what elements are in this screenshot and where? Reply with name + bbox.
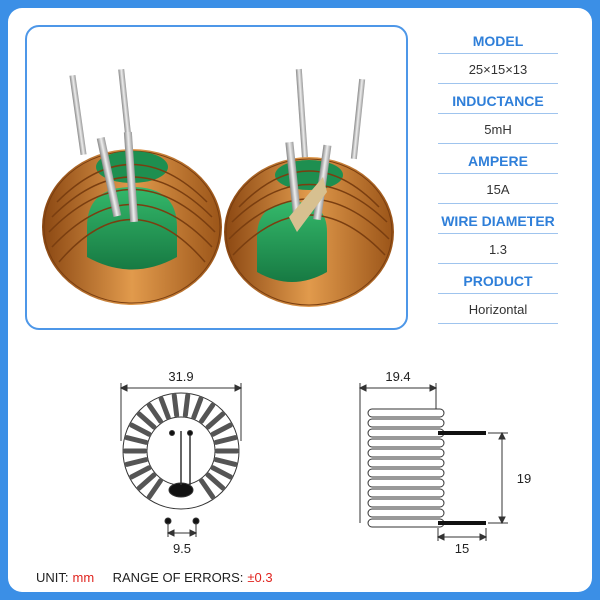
pin-length-label: 15 [455, 541, 469, 556]
spec-value: 1.3 [438, 237, 558, 264]
coil-turn [367, 438, 445, 448]
coil-turn [367, 418, 445, 428]
errors-value: ±0.3 [247, 570, 273, 585]
winding-turn [171, 392, 180, 418]
winding-turn [136, 411, 157, 430]
winding-turn [205, 472, 226, 491]
winding-turn [213, 435, 238, 445]
winding-turn [124, 457, 149, 467]
toroidal-inductor-illustration [42, 68, 394, 307]
spec-value: 25×15×13 [438, 57, 558, 84]
winding-turn [146, 478, 164, 500]
coil-turn [367, 428, 445, 438]
spec-row-product: PRODUCT Horizontal [438, 265, 558, 325]
side-width-label: 19.4 [385, 369, 410, 384]
pin-spacing-label: 9.5 [173, 541, 191, 556]
product-card: MODEL 25×15×13 INDUCTANCE 5mH AMPERE 15A… [8, 8, 592, 592]
winding-turn [210, 422, 234, 437]
spec-table: MODEL 25×15×13 INDUCTANCE 5mH AMPERE 15A… [438, 25, 558, 325]
unit-value: mm [72, 570, 95, 585]
errors-label: RANGE OF ERRORS: [112, 570, 244, 585]
coil-turn [367, 488, 445, 498]
winding-turn [128, 422, 152, 437]
spec-title: WIRE DIAMETER [438, 209, 558, 234]
product-photo [25, 25, 408, 330]
winding-turn [213, 457, 238, 467]
coil-turn [367, 448, 445, 458]
winding-turn [128, 465, 152, 480]
front-width-label: 31.9 [168, 369, 193, 384]
inductor-left [42, 68, 222, 305]
coil-turn [367, 458, 445, 468]
coil-turn [367, 478, 445, 488]
inductor-right [224, 68, 394, 307]
coil-turn [367, 508, 445, 518]
winding-turn [124, 435, 149, 445]
unit-label: UNIT: [36, 570, 69, 585]
coil-turn [367, 518, 445, 528]
side-height-label: 19 [517, 471, 531, 486]
winding-turn [198, 402, 216, 424]
winding-turn [182, 392, 191, 418]
spec-title: PRODUCT [438, 269, 558, 294]
spec-title: AMPERE [438, 149, 558, 174]
coil-turn [367, 468, 445, 478]
front-view-drawing [119, 383, 243, 537]
coil-turns [367, 408, 445, 528]
spec-title: INDUCTANCE [438, 89, 558, 114]
spec-row-ampere: AMPERE 15A [438, 145, 558, 205]
spec-row-model: MODEL 25×15×13 [438, 25, 558, 85]
coil-turn [367, 408, 445, 418]
dimension-drawings: 31.9 9.5 19.4 19 15 [119, 369, 531, 556]
winding-turn [191, 396, 204, 420]
side-view-drawing [358, 383, 508, 541]
winding-turn [198, 478, 216, 500]
winding-turn [146, 402, 164, 424]
winding-turn [158, 396, 171, 420]
winding-marks [122, 392, 240, 500]
winding-turn [210, 465, 234, 480]
spec-title: MODEL [438, 29, 558, 54]
coil-turn [367, 498, 445, 508]
spec-row-wire-diameter: WIRE DIAMETER 1.3 [438, 205, 558, 265]
spec-value: Horizontal [438, 297, 558, 324]
spec-value: 15A [438, 177, 558, 204]
footer-note: UNIT:mm RANGE OF ERRORS:±0.3 [36, 570, 277, 585]
winding-turn [205, 411, 226, 430]
winding-turn [136, 472, 157, 491]
spec-row-inductance: INDUCTANCE 5mH [438, 85, 558, 145]
spec-value: 5mH [438, 117, 558, 144]
